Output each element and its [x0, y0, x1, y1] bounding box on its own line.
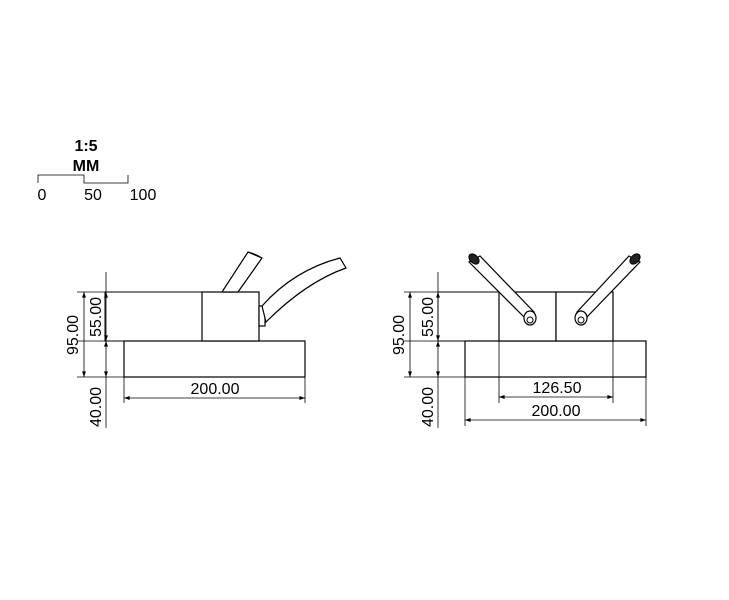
- side-handle-short: [220, 251, 263, 293]
- side-label-55: 55.00: [88, 297, 105, 337]
- side-upper-body: [104, 291, 203, 342]
- side-handle-long: [261, 257, 347, 324]
- side-handle-short-tip: [247, 251, 263, 259]
- front-label-55: 55.00: [420, 297, 437, 337]
- scale-tick-0: 0: [38, 187, 47, 204]
- front-base-plate: [464, 340, 647, 378]
- scale-tick-100: 100: [130, 187, 157, 204]
- front-label-200: 200.00: [532, 403, 581, 420]
- side-label-200: 200.00: [191, 381, 240, 398]
- scale-ratio: 1:5: [74, 138, 97, 155]
- scale-tick-50: 50: [84, 187, 102, 204]
- front-handle-left: [468, 253, 537, 326]
- side-label-40: 40.00: [88, 387, 105, 427]
- front-view: 95.00 55.00 40.00 126.50 200.00: [391, 253, 647, 428]
- front-label-126: 126.50: [533, 380, 582, 397]
- front-handle-right: [574, 253, 641, 326]
- side-label-95: 95.00: [65, 315, 82, 355]
- scale-unit: MM: [73, 158, 100, 175]
- front-upper-left: [437, 291, 501, 342]
- scale-bar: 1:5 MM 0 50 100: [38, 138, 157, 204]
- side-view: 95.00 55.00 40.00 200.00: [65, 251, 347, 428]
- front-label-40: 40.00: [420, 387, 437, 427]
- side-valve-block: [201, 291, 260, 342]
- front-label-95: 95.00: [391, 315, 408, 355]
- side-base-plate: [123, 340, 306, 378]
- scale-bar-line: [37, 174, 129, 184]
